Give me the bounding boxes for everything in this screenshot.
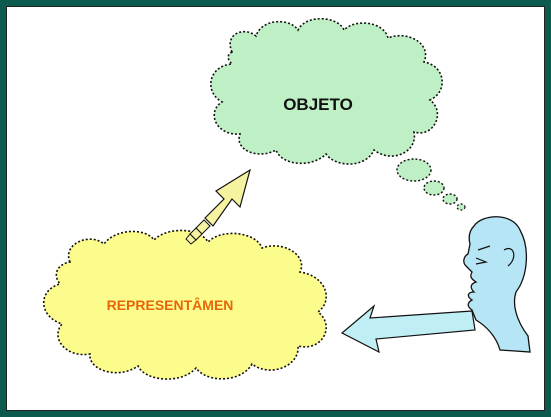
arrow-left-icon (340, 304, 476, 354)
arrow-up-right-shape (204, 168, 251, 227)
representamen-cloud-shape (43, 229, 328, 380)
thought-bubble-large (396, 158, 432, 182)
object-cloud-shape (210, 18, 443, 165)
thought-bubble-medium (423, 180, 445, 196)
head-brow (477, 245, 491, 251)
arrow-left-shape (340, 304, 476, 354)
head-eye (475, 257, 489, 265)
representamen-label: REPRESENTÂMEN (107, 296, 234, 313)
head-ear (503, 248, 515, 267)
arrow-up-right-icon (185, 168, 251, 245)
object-label: OBJETO (283, 95, 353, 114)
object-cloud: OBJETO (210, 18, 443, 165)
person-head-icon (463, 216, 531, 353)
thought-bubble-tiny (456, 203, 466, 211)
thought-bubble-small (442, 193, 458, 205)
representamen-cloud: REPRESENTÂMEN (43, 229, 328, 380)
arrow-up-stripe-3 (185, 233, 197, 245)
person-head-shape (463, 216, 531, 353)
thought-bubbles (396, 158, 466, 211)
